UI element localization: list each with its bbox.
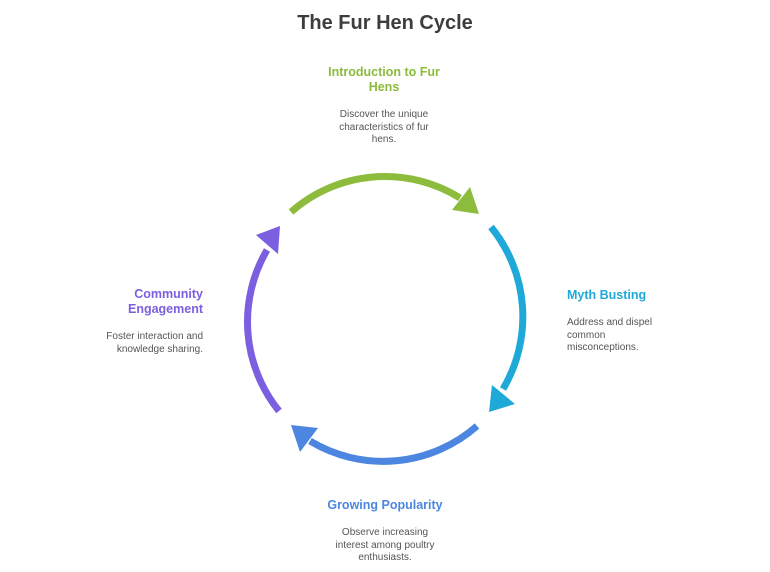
arc-introduction	[288, 173, 462, 215]
stage-growing-popularity-description: Observe increasing interest among poultr…	[335, 527, 435, 563]
arrowhead-community-engagement-icon	[256, 226, 280, 254]
stage-myth-busting: Myth Busting Address and dispel common m…	[567, 288, 687, 355]
stage-introduction-title: Introduction to Fur Hens	[328, 65, 440, 94]
stage-community-engagement-title: Community Engagement	[127, 287, 203, 316]
stage-growing-popularity-title: Growing Popularity	[327, 498, 443, 512]
stage-community-engagement-description: Foster interaction and knowledge sharing…	[106, 331, 203, 355]
stage-introduction: Introduction to Fur Hens Discover the un…	[322, 65, 446, 147]
stage-introduction-description: Discover the unique characteristics of f…	[339, 109, 429, 145]
stage-community-engagement: Community Engagement Foster interaction …	[80, 287, 203, 356]
arc-myth-busting	[488, 224, 527, 391]
stage-myth-busting-title: Myth Busting	[567, 288, 647, 302]
stage-growing-popularity: Growing Popularity Observe increasing in…	[315, 498, 455, 565]
arrowhead-introduction-icon	[452, 187, 479, 214]
arrowhead-myth-busting-icon	[489, 385, 515, 412]
stage-myth-busting-description: Address and dispel common misconceptions…	[567, 317, 653, 353]
diagram-title: The Fur Hen Cycle	[297, 12, 473, 34]
arrowhead-growing-popularity-icon	[291, 425, 318, 452]
arc-growing-popularity	[308, 423, 480, 465]
arc-community-engagement	[244, 248, 282, 414]
